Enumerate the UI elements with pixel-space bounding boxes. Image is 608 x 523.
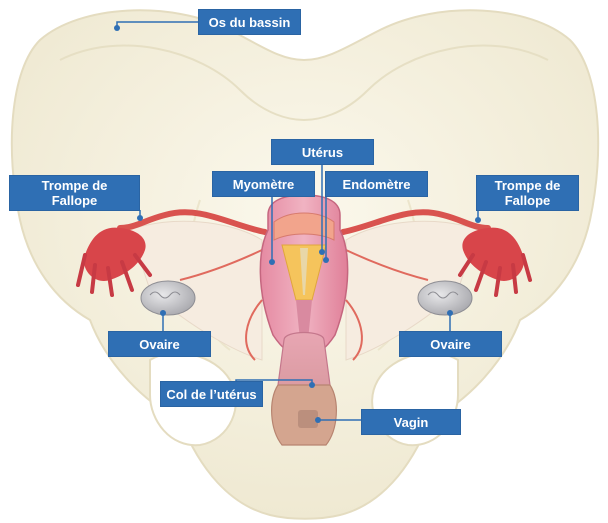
label-endometre: Endomètre	[326, 172, 427, 196]
label-trompe-left-line1: Trompe de	[41, 178, 108, 193]
ovary-left	[140, 280, 196, 316]
label-uterus: Utérus	[272, 140, 373, 164]
label-trompe-left-line2: Fallope	[51, 193, 98, 208]
blood-vessels	[179, 249, 429, 361]
label-myometre: Myomètre	[213, 172, 314, 196]
ovary-right	[417, 280, 473, 316]
label-col-de-luterus: Col de l’utérus	[161, 382, 262, 406]
broad-ligament	[129, 220, 479, 361]
label-trompe-de-fallope-left: Trompe de Fallope	[10, 176, 139, 210]
label-vagin: Vagin	[362, 410, 460, 434]
label-trompe-right-line2: Fallope	[504, 193, 551, 208]
cervix	[277, 331, 331, 394]
label-os-du-bassin: Os du bassin	[199, 10, 300, 34]
fallopian-tube-left	[76, 209, 268, 297]
label-trompe-de-fallope-right: Trompe de Fallope	[477, 176, 578, 210]
fallopian-tube-right	[340, 209, 532, 297]
vagina	[271, 384, 337, 446]
label-ovaire-left: Ovaire	[109, 332, 210, 356]
label-trompe-right-line1: Trompe de	[494, 178, 561, 193]
label-ovaire-right: Ovaire	[400, 332, 501, 356]
leader-dots	[114, 25, 481, 423]
uterus	[259, 194, 349, 356]
